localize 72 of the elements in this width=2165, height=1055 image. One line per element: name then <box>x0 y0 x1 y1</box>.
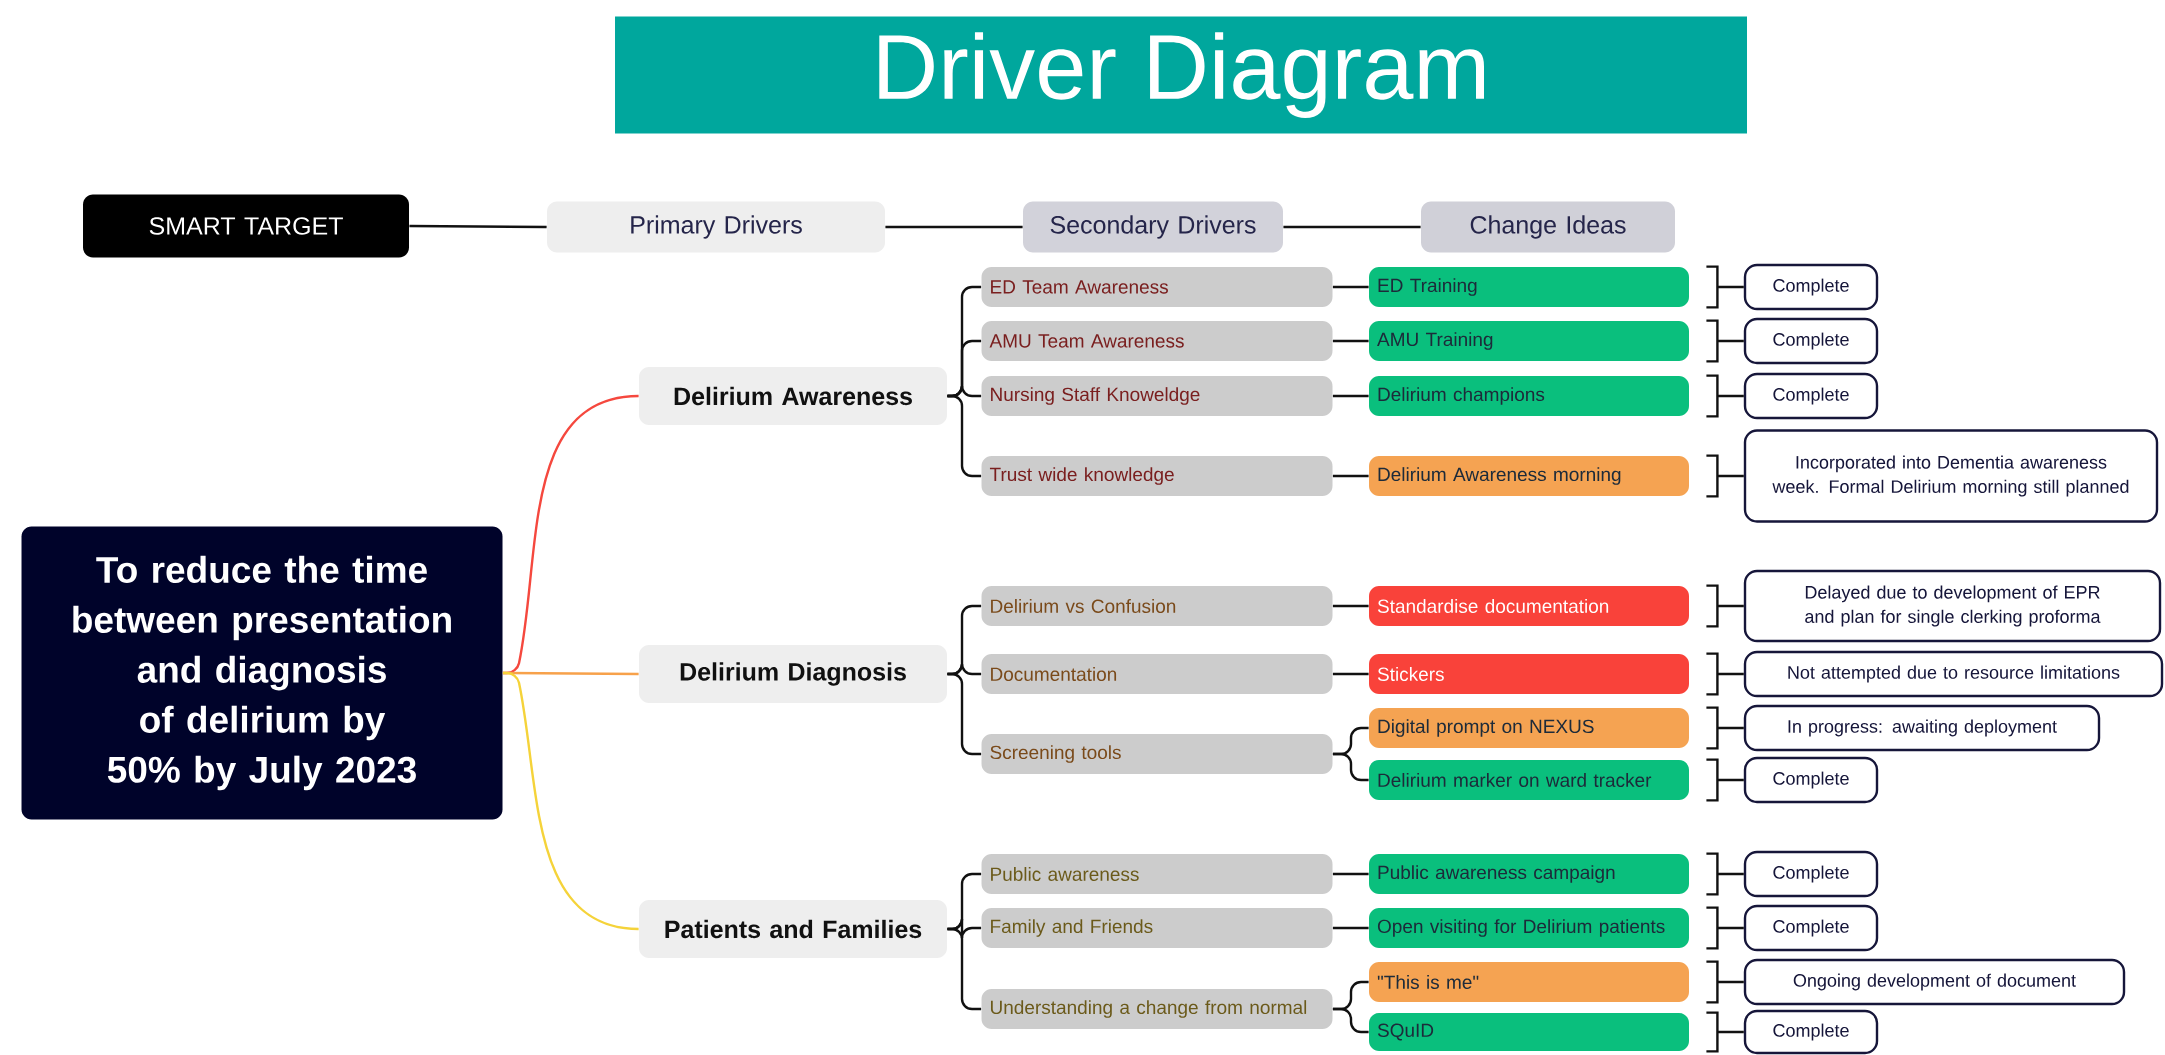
bracket-connector <box>1705 960 1745 1004</box>
bracket-connector <box>1705 852 1745 896</box>
secondary-driver-box: Screening tools <box>981 734 1333 774</box>
primary-driver-box: Delirium Awareness <box>639 367 947 425</box>
secondary-driver-box: Nursing Staff Knoweldge <box>981 376 1333 416</box>
connector <box>1332 474 1369 478</box>
connector <box>947 394 982 478</box>
status-box: Ongoing development of document <box>1743 958 2126 1006</box>
change-idea-box: Standardise documentation <box>1369 586 1689 626</box>
connector <box>1332 339 1369 343</box>
status-box: Delayed due to development of EPR and plan for single clerking proforma <box>1743 569 2162 643</box>
change-idea-box: SQuID <box>1369 1013 1689 1051</box>
change-idea-box: Digital prompt on NEXUS <box>1369 708 1689 748</box>
connector <box>1332 394 1369 398</box>
secondary-driver-box: Family and Friends <box>981 908 1333 948</box>
bracket-connector <box>1705 265 1745 309</box>
header-box: Change Ideas <box>1421 201 1675 253</box>
connector <box>1332 672 1369 676</box>
change-idea-box: Delirium marker on ward tracker <box>1369 760 1689 800</box>
goal-box: To reduce the time between presentation and diagnosis of delirium by 50% by July 2023 <box>21 526 503 820</box>
secondary-driver-box: AMU Team Awareness <box>981 321 1333 361</box>
bracket-connector <box>1705 319 1745 363</box>
status-box: Complete <box>1743 317 1879 365</box>
primary-driver-box: Patients and Families <box>639 900 947 958</box>
connector <box>885 225 1023 229</box>
secondary-driver-box: Delirium vs Confusion <box>981 586 1333 626</box>
bracket-connector <box>1705 1011 1745 1053</box>
change-idea-box: Open visiting for Delirium patients <box>1369 908 1689 948</box>
bracket-connector <box>1705 652 1745 696</box>
status-box: In progress: awaiting deployment <box>1743 704 2101 752</box>
bracket-connector <box>1705 758 1745 802</box>
connector <box>409 224 547 229</box>
header-box: SMART TARGET <box>83 194 409 258</box>
secondary-driver-box: ED Team Awareness <box>981 267 1333 307</box>
bracket-connector <box>1705 706 1745 750</box>
status-box: Complete <box>1743 756 1879 804</box>
secondary-driver-box: Understanding a change from normal <box>981 989 1333 1029</box>
header-box: Primary Drivers <box>547 201 885 253</box>
connector <box>1332 872 1369 876</box>
bracket-connector <box>1705 906 1745 950</box>
title-banner: Driver Diagram <box>615 16 1747 134</box>
change-idea-box: AMU Training <box>1369 321 1689 361</box>
connector <box>947 672 982 756</box>
status-box: Complete <box>1743 904 1879 952</box>
connector <box>1332 604 1369 608</box>
change-idea-box: "This is me" <box>1369 962 1689 1002</box>
bracket-connector <box>1705 584 1745 628</box>
secondary-driver-box: Trust wide knowledge <box>981 456 1333 496</box>
connector <box>1283 225 1421 229</box>
status-box: Complete <box>1743 1009 1879 1055</box>
secondary-driver-box: Documentation <box>981 654 1333 694</box>
status-box: Complete <box>1743 850 1879 898</box>
status-box: Not attempted due to resource limitations <box>1743 650 2164 698</box>
status-box: Complete <box>1743 263 1879 311</box>
change-idea-box: ED Training <box>1369 267 1689 307</box>
connector <box>1332 1007 1369 1034</box>
status-box: Incorporated into Dementia awareness week. Formal Delirium morning still planned <box>1743 429 2159 523</box>
change-idea-box: Delirium Awareness morning <box>1369 456 1689 496</box>
connector <box>947 927 982 1011</box>
bracket-connector <box>1705 374 1745 418</box>
secondary-driver-box: Public awareness <box>981 854 1333 894</box>
primary-driver-box: Delirium Diagnosis <box>639 645 947 703</box>
change-idea-box: Public awareness campaign <box>1369 854 1689 894</box>
header-box: Secondary Drivers <box>1023 201 1283 253</box>
connector <box>502 671 639 931</box>
bracket-connector <box>1705 454 1745 498</box>
change-idea-box: Stickers <box>1369 654 1689 694</box>
connector <box>1332 285 1369 289</box>
change-idea-box: Delirium champions <box>1369 376 1689 416</box>
connector <box>1332 926 1369 930</box>
status-box: Complete <box>1743 372 1879 420</box>
connector <box>1332 752 1369 782</box>
